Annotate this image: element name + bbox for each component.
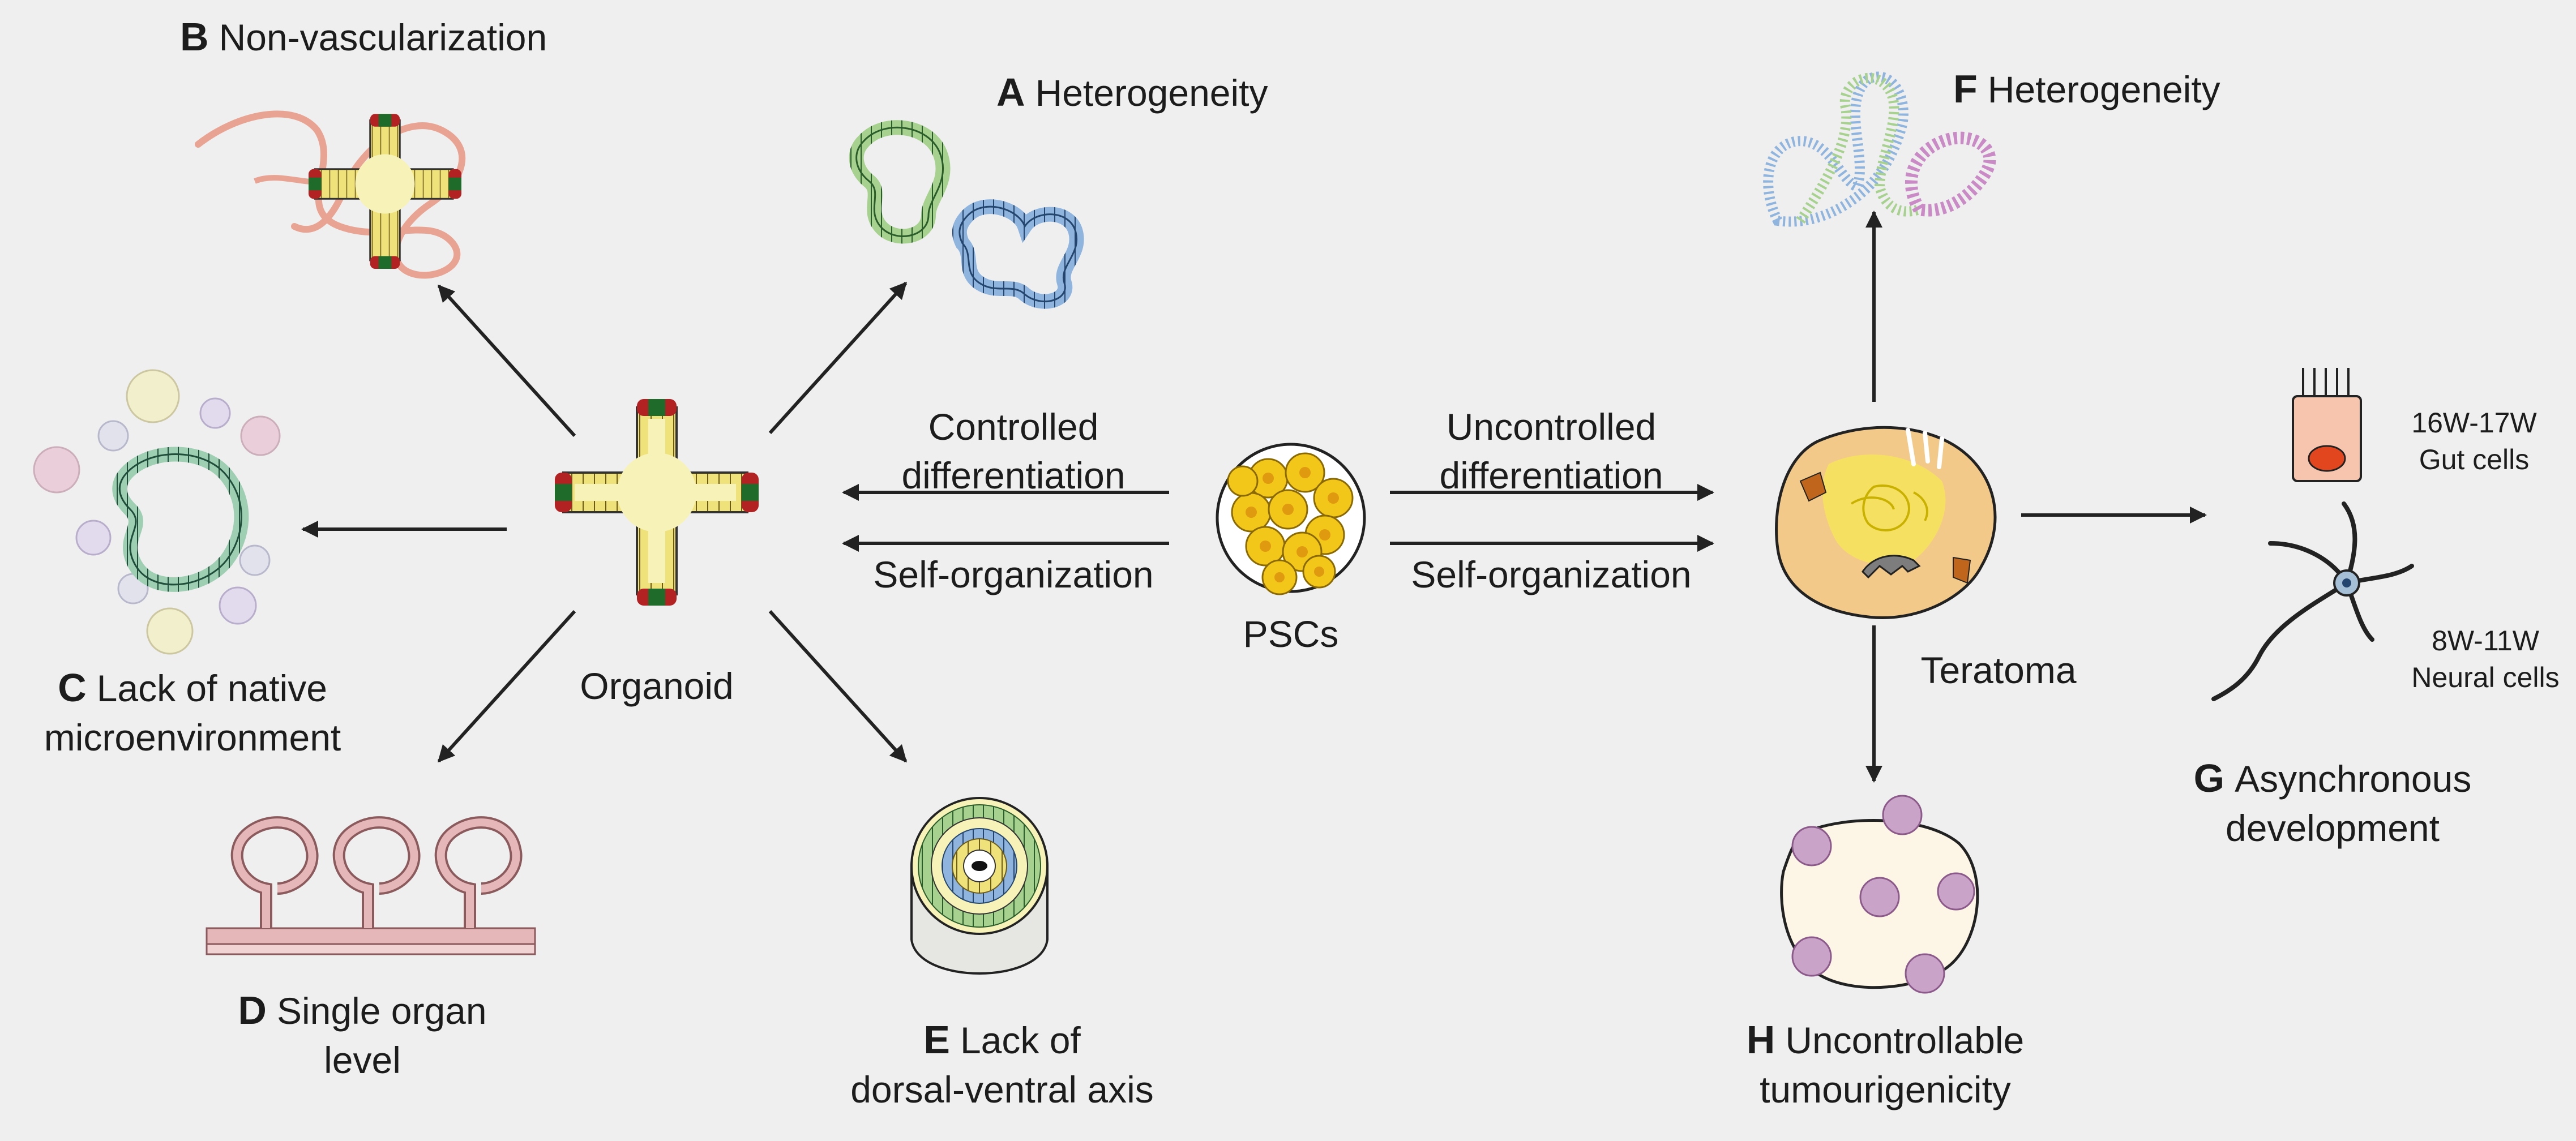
- panel-h-line2: tumourigenicity: [1760, 1069, 2011, 1110]
- arrow-organoid-to-d: [437, 610, 576, 763]
- neural-label: Neural cells: [2411, 662, 2560, 693]
- illustration-heterogeneity-teratoma: [1763, 71, 1996, 227]
- panel-h-line1: Uncontrollable: [1785, 1019, 2025, 1061]
- teratoma-arrow-bottom: Self-organization: [1411, 554, 1692, 595]
- teratoma-mass: [1775, 426, 1997, 619]
- organoid-arrow-top-line1: Controlled: [928, 406, 1099, 448]
- arrow-organoid-to-a: [768, 281, 908, 435]
- panel-a-text: Heterogeneity: [1035, 72, 1268, 114]
- illustration-microenvironment: [33, 369, 281, 655]
- panel-b-text: Non-vascularization: [219, 16, 547, 58]
- label-self-organization-right: Self-organization: [1398, 551, 1704, 599]
- gut-label: Gut cells: [2419, 444, 2530, 475]
- panel-c-line2: microenvironment: [44, 717, 341, 758]
- teratoma-arrow-top-line1: Uncontrolled: [1446, 406, 1657, 448]
- panel-d-line1: Single organ: [276, 990, 487, 1032]
- organoid-arrow-top-line2: differentiation: [901, 454, 1126, 496]
- panel-g-line1: Asynchronous: [2235, 758, 2472, 800]
- gut-cell-caption: 16W-17W Gut cells: [2395, 405, 2553, 478]
- panel-d-letter: D: [238, 988, 267, 1032]
- panel-h-letter: H: [1746, 1018, 1775, 1062]
- organoid-label: Organoid: [580, 665, 734, 707]
- panel-e-letter: E: [923, 1018, 950, 1062]
- organoid-arrow-bottom: Self-organization: [873, 554, 1154, 595]
- label-uncontrolled-differentiation: Uncontrolled differentiation: [1410, 403, 1693, 500]
- panel-g-letter: G: [2193, 756, 2225, 800]
- arrow-organoid-to-b: [437, 284, 576, 437]
- neural-cell-caption: 8W-11W Neural cells: [2400, 623, 2570, 696]
- illustration-gut-cells: [2292, 368, 2362, 482]
- arrow-organoid-to-e: [768, 610, 908, 763]
- neural-weeks: 8W-11W: [2432, 625, 2539, 657]
- teratoma-arrow-top-line2: differentiation: [1439, 454, 1663, 496]
- psc-label: PSCs: [1243, 613, 1339, 655]
- panel-g-line2: development: [2226, 807, 2440, 849]
- illustration-tumourigenicity: [1780, 795, 1979, 994]
- organoid-cross: [555, 399, 759, 606]
- panel-a-letter: A: [996, 70, 1025, 114]
- panel-c-letter: C: [58, 666, 87, 710]
- illustration-neural-cells: [2211, 501, 2414, 701]
- illustration-heterogeneity-organoid: [849, 120, 1084, 309]
- arrows: [301, 211, 2207, 783]
- label-teratoma: Teratoma: [1897, 646, 2100, 695]
- panel-b-letter: B: [180, 15, 209, 59]
- panel-e-line1: Lack of: [960, 1019, 1081, 1061]
- teratoma-label: Teratoma: [1920, 649, 2077, 691]
- panel-c-line1: Lack of native: [96, 667, 327, 709]
- label-organoid: Organoid: [577, 662, 736, 711]
- label-self-organization-left: Self-organization: [861, 551, 1166, 599]
- panel-f-text: Heterogeneity: [1987, 68, 2220, 110]
- label-psc: PSCs: [1234, 610, 1347, 659]
- psc-colony: [1216, 443, 1366, 595]
- illustration-dorsal-ventral: [910, 797, 1049, 975]
- illustration-single-organ: [206, 816, 536, 955]
- panel-f-letter: F: [1953, 67, 1978, 111]
- panel-e-line2: dorsal-ventral axis: [850, 1069, 1154, 1110]
- label-controlled-differentiation: Controlled differentiation: [872, 403, 1155, 500]
- panel-d-line2: level: [324, 1039, 401, 1081]
- illustration-non-vascularization: [195, 110, 466, 279]
- gut-weeks: 16W-17W: [2411, 407, 2537, 439]
